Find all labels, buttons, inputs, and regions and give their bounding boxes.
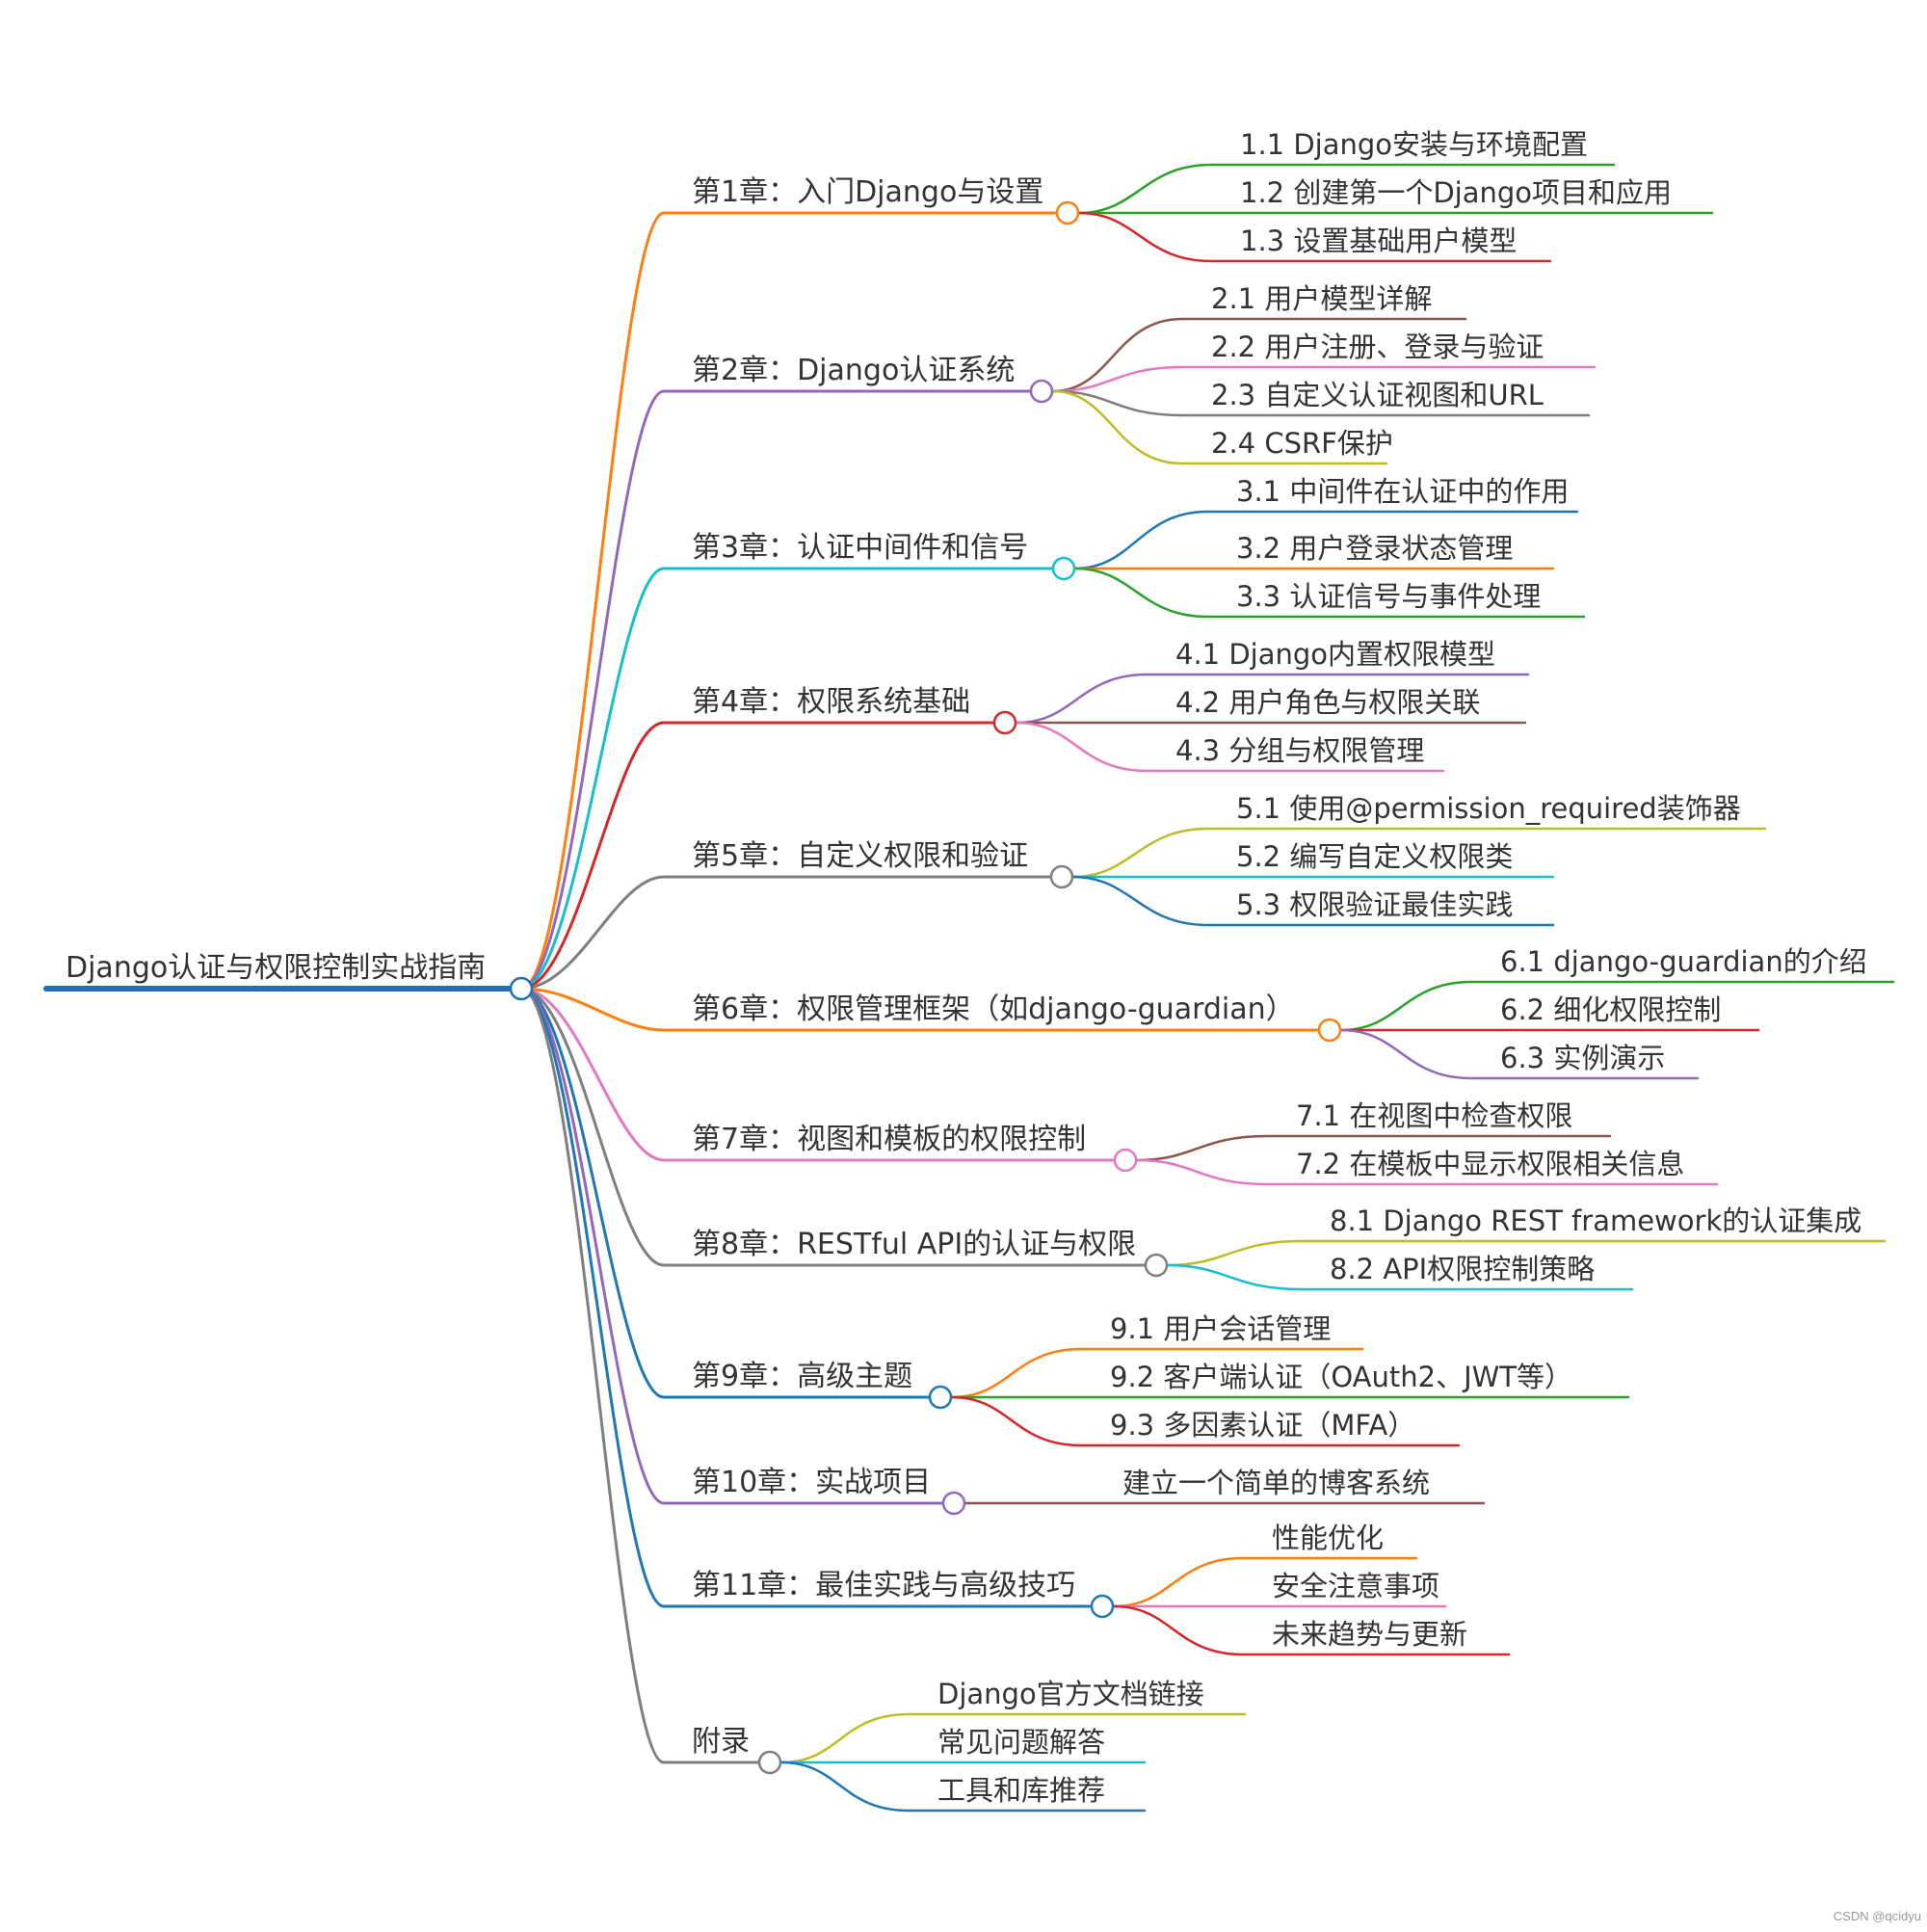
subtopic-link-2-3 bbox=[1051, 389, 1591, 417]
subtopic-label-1-1: 1.1 Django安装与环境配置 bbox=[1240, 128, 1589, 161]
root-node[interactable] bbox=[509, 976, 534, 1001]
chapter-node-8[interactable] bbox=[1144, 1253, 1169, 1278]
subtopic-label-11-3: 未来趋势与更新 bbox=[1272, 1618, 1468, 1651]
chapter-link-11 bbox=[519, 987, 666, 1608]
subtopic-label-11-1: 性能优化 bbox=[1272, 1522, 1385, 1554]
chapter-label-12: 附录 bbox=[692, 1725, 750, 1759]
subtopic-link-5-3 bbox=[1071, 875, 1555, 927]
subtopic-label-7-2: 7.2 在模板中显示权限相关信息 bbox=[1296, 1148, 1685, 1180]
subtopic-label-5-3: 5.3 权限验证最佳实践 bbox=[1236, 888, 1514, 921]
subtopic-link-7-2 bbox=[1135, 1158, 1719, 1186]
subtopic-link-3-3 bbox=[1073, 567, 1586, 619]
chapter-link-9 bbox=[519, 987, 666, 1399]
subtopic-label-3-1: 3.1 中间件在认证中的作用 bbox=[1236, 475, 1570, 508]
subtopic-link-2-1 bbox=[1051, 317, 1467, 393]
chapter-link-12 bbox=[519, 987, 666, 1764]
chapter-link-2 bbox=[519, 389, 666, 991]
subtopic-label-2-1: 2.1 用户模型详解 bbox=[1211, 282, 1433, 315]
subtopic-label-1-2: 1.2 创建第一个Django项目和应用 bbox=[1240, 176, 1673, 209]
subtopic-label-2-4: 2.4 CSRF保护 bbox=[1211, 427, 1393, 460]
subtopic-label-3-3: 3.3 认证信号与事件处理 bbox=[1236, 580, 1542, 613]
subtopic-link-11-1 bbox=[1112, 1556, 1418, 1608]
subtopic-link-8-1 bbox=[1166, 1239, 1887, 1267]
subtopic-link-2-4 bbox=[1051, 389, 1388, 465]
chapter-node-10[interactable] bbox=[941, 1491, 966, 1516]
subtopic-link-7-1 bbox=[1135, 1134, 1612, 1162]
subtopic-link-6-1 bbox=[1339, 980, 1895, 1032]
chapter-link-1 bbox=[519, 211, 666, 991]
chapter-label-3: 第3章：认证中间件和信号 bbox=[692, 531, 1029, 565]
chapter-label-9: 第9章：高级主题 bbox=[692, 1360, 913, 1393]
chapter-node-3[interactable] bbox=[1051, 556, 1076, 581]
subtopic-link-1-3 bbox=[1077, 211, 1552, 263]
subtopic-label-4-2: 4.2 用户角色与权限关联 bbox=[1175, 686, 1481, 719]
subtopic-link-12-3 bbox=[779, 1760, 1147, 1813]
subtopic-label-3-2: 3.2 用户登录状态管理 bbox=[1236, 532, 1514, 565]
subtopic-label-6-1: 6.1 django-guardian的介绍 bbox=[1500, 945, 1867, 978]
subtopic-link-9-3 bbox=[950, 1395, 1461, 1447]
subtopic-link-12-1 bbox=[779, 1712, 1247, 1764]
subtopic-link-8-2 bbox=[1166, 1263, 1634, 1291]
subtopic-label-1-3: 1.3 设置基础用户模型 bbox=[1240, 225, 1518, 257]
subtopic-label-8-1: 8.1 Django REST framework的认证集成 bbox=[1330, 1204, 1862, 1237]
subtopic-label-9-2: 9.2 客户端认证（OAuth2、JWT等） bbox=[1110, 1361, 1573, 1393]
subtopic-label-8-2: 8.2 API权限控制策略 bbox=[1330, 1253, 1596, 1285]
root-label: Django认证与权限控制实战指南 bbox=[66, 951, 487, 985]
subtopic-label-12-2: 常见问题解答 bbox=[937, 1726, 1106, 1759]
watermark: CSDN @qcidyu bbox=[1833, 1909, 1921, 1923]
chapter-node-9[interactable] bbox=[928, 1385, 953, 1410]
subtopic-label-10-1: 建立一个简单的博客系统 bbox=[1122, 1467, 1431, 1499]
subtopic-link-5-1 bbox=[1071, 827, 1767, 879]
chapter-link-4 bbox=[519, 721, 666, 991]
chapter-link-8 bbox=[519, 987, 666, 1267]
subtopic-link-3-1 bbox=[1073, 510, 1579, 570]
chapter-link-5 bbox=[519, 875, 666, 991]
chapter-label-1: 第1章：入门Django与设置 bbox=[692, 175, 1044, 209]
chapter-node-6[interactable] bbox=[1317, 1018, 1342, 1043]
subtopic-label-9-3: 9.3 多因素认证（MFA） bbox=[1110, 1409, 1416, 1442]
subtopic-label-6-3: 6.3 实例演示 bbox=[1500, 1042, 1666, 1074]
chapter-label-10: 第10章：实战项目 bbox=[692, 1466, 932, 1499]
subtopic-link-2-2 bbox=[1051, 365, 1597, 393]
chapter-node-5[interactable] bbox=[1049, 864, 1074, 889]
subtopic-label-2-3: 2.3 自定义认证视图和URL bbox=[1211, 379, 1544, 411]
chapter-label-7: 第7章：视图和模板的权限控制 bbox=[692, 1123, 1087, 1156]
subtopic-label-11-2: 安全注意事项 bbox=[1272, 1570, 1440, 1602]
subtopic-link-4-1 bbox=[1015, 673, 1530, 725]
chapter-link-6 bbox=[519, 987, 666, 1032]
subtopic-link-1-1 bbox=[1077, 163, 1616, 215]
chapter-label-4: 第4章：权限系统基础 bbox=[692, 685, 971, 719]
chapter-label-6: 第6章：权限管理框架（如django-guardian） bbox=[692, 992, 1295, 1026]
subtopic-label-4-3: 4.3 分组与权限管理 bbox=[1175, 734, 1425, 767]
chapter-label-11: 第11章：最佳实践与高级技巧 bbox=[692, 1569, 1076, 1602]
subtopic-label-5-2: 5.2 编写自定义权限类 bbox=[1236, 840, 1514, 873]
subtopic-link-11-3 bbox=[1112, 1604, 1511, 1656]
subtopic-link-9-1 bbox=[950, 1347, 1364, 1399]
chapter-node-4[interactable] bbox=[992, 710, 1017, 735]
subtopic-link-6-3 bbox=[1339, 1028, 1700, 1080]
chapter-label-2: 第2章：Django认证系统 bbox=[692, 354, 1016, 387]
chapter-node-12[interactable] bbox=[757, 1750, 782, 1775]
subtopic-link-4-3 bbox=[1015, 721, 1445, 773]
subtopic-label-12-3: 工具和库推荐 bbox=[937, 1774, 1106, 1807]
chapter-label-8: 第8章：RESTful API的认证与权限 bbox=[692, 1228, 1137, 1261]
chapter-node-7[interactable] bbox=[1113, 1148, 1138, 1173]
chapter-link-10 bbox=[519, 987, 666, 1505]
subtopic-label-4-1: 4.1 Django内置权限模型 bbox=[1175, 638, 1496, 671]
chapter-node-2[interactable] bbox=[1029, 379, 1054, 404]
subtopic-label-6-2: 6.2 细化权限控制 bbox=[1500, 993, 1722, 1026]
subtopic-label-2-2: 2.2 用户注册、登录与验证 bbox=[1211, 331, 1544, 363]
subtopic-label-9-1: 9.1 用户会话管理 bbox=[1110, 1312, 1332, 1345]
subtopic-label-5-1: 5.1 使用@permission_required装饰器 bbox=[1236, 792, 1741, 825]
subtopic-label-7-1: 7.1 在视图中检查权限 bbox=[1296, 1099, 1573, 1132]
chapter-label-5: 第5章：自定义权限和验证 bbox=[692, 839, 1029, 873]
subtopic-label-12-1: Django官方文档链接 bbox=[937, 1678, 1204, 1710]
chapter-node-1[interactable] bbox=[1055, 200, 1080, 225]
chapter-node-11[interactable] bbox=[1090, 1594, 1115, 1619]
chapter-link-7 bbox=[519, 987, 666, 1162]
chapter-link-3 bbox=[519, 567, 666, 991]
